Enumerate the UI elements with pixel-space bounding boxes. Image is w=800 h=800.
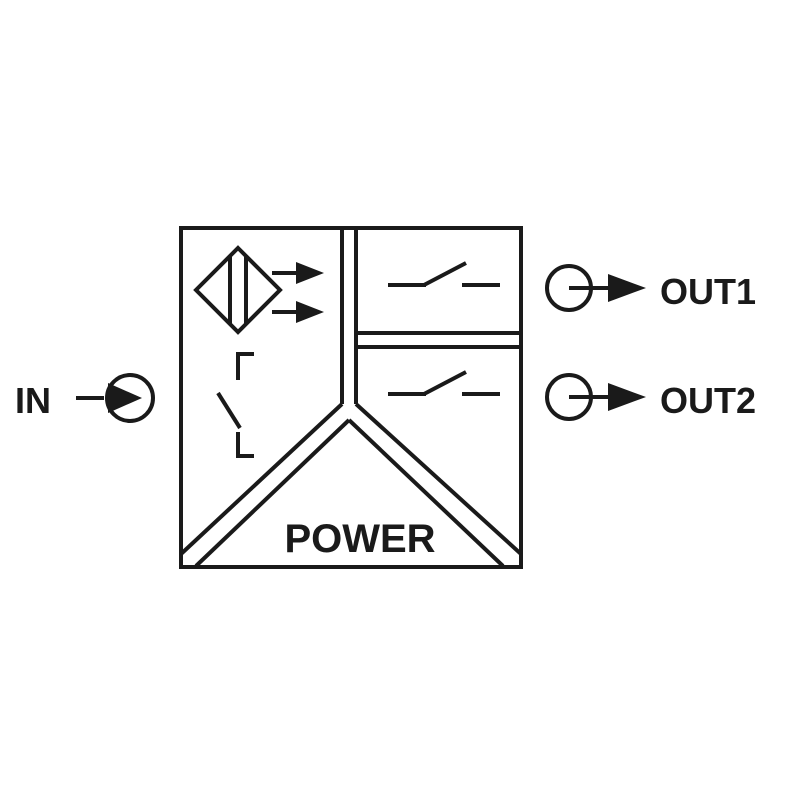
vertical-divider [340, 228, 358, 404]
output-2-arrow-circle-icon [545, 373, 646, 421]
input-label: IN [15, 380, 51, 421]
power-divider [179, 402, 523, 568]
sensor-signal-arrow-upper-icon [272, 262, 324, 284]
output-1-arrow-circle-icon [545, 264, 646, 312]
proximity-sensor-icon [193, 245, 283, 335]
sensor-signal-arrow-lower-icon [272, 301, 324, 323]
output-1-label: OUT1 [660, 271, 756, 312]
power-label: POWER [284, 517, 435, 561]
relay-contact-1-icon [388, 261, 500, 287]
switch-contact-icon [216, 352, 254, 458]
relay-contact-2-icon [388, 370, 500, 396]
module-box [179, 226, 523, 569]
output-2-label: OUT2 [660, 380, 756, 421]
input-arrow-circle-icon [76, 373, 155, 423]
horizontal-divider [356, 331, 521, 349]
